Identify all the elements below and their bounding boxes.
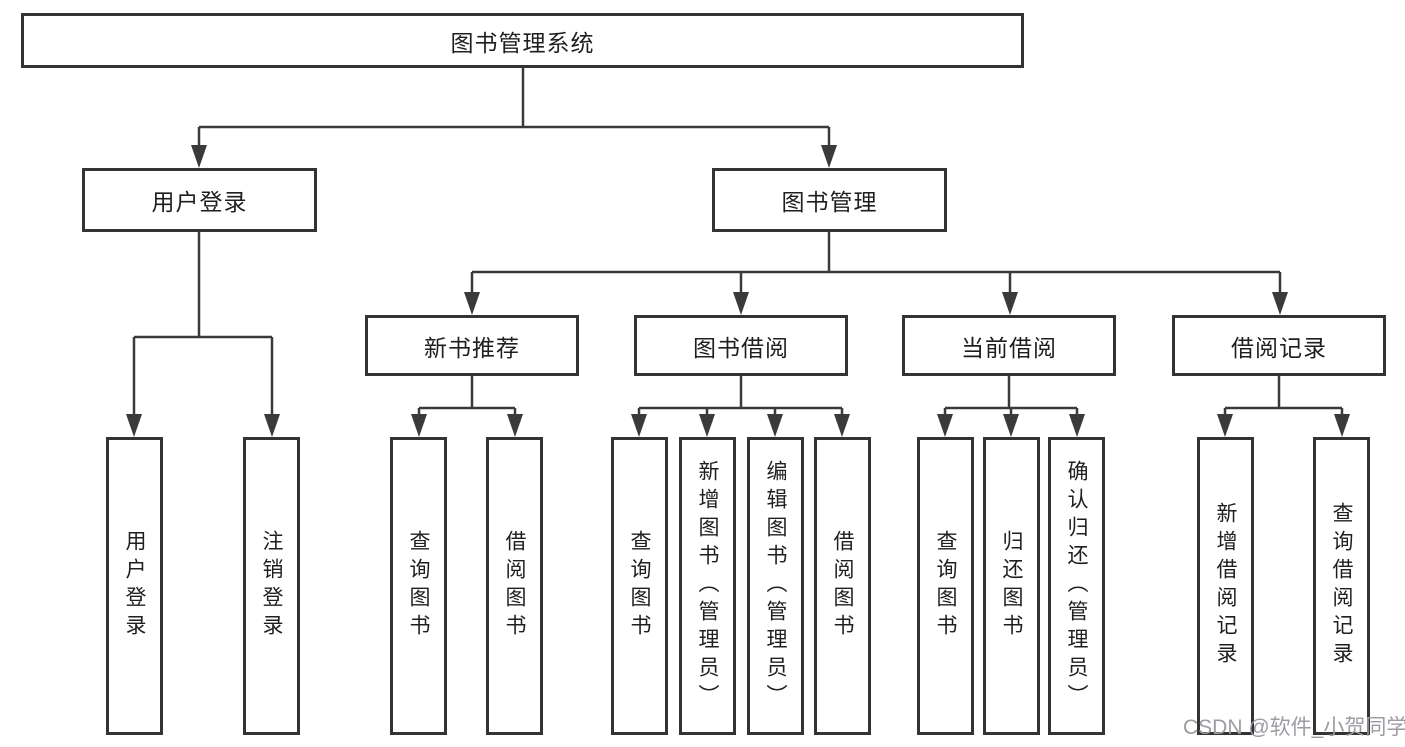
leaf-borrow-add-books-admin-label: 新增图书（管理员） bbox=[696, 460, 719, 712]
arrowhead-icon bbox=[733, 292, 749, 315]
node-current-borrow-label: 当前借阅 bbox=[961, 334, 1057, 361]
arrowhead-icon bbox=[126, 414, 142, 437]
arrowhead-icon bbox=[411, 414, 427, 437]
leaf-current-query-books: 查询图书 bbox=[917, 437, 974, 735]
leaf-newbook-query-books-label: 查询图书 bbox=[407, 530, 430, 642]
leaf-borrow-edit-books-admin: 编辑图书（管理员） bbox=[747, 437, 804, 735]
leaf-newbook-query-books: 查询图书 bbox=[390, 437, 447, 735]
arrowhead-icon bbox=[264, 414, 280, 437]
node-user-login-label: 用户登录 bbox=[151, 189, 248, 215]
edge-book-management bbox=[470, 232, 1282, 297]
arrowhead-icon bbox=[821, 145, 837, 168]
arrowhead-icon bbox=[1002, 292, 1018, 315]
node-book-borrow: 图书借阅 bbox=[634, 315, 848, 376]
node-borrow-records: 借阅记录 bbox=[1172, 315, 1386, 376]
leaf-records-add-record: 新增借阅记录 bbox=[1197, 437, 1254, 735]
leaf-user-login-label: 用户登录 bbox=[123, 530, 146, 642]
node-book-management: 图书管理 bbox=[712, 168, 947, 232]
edge-book-borrow bbox=[637, 376, 844, 420]
arrowhead-icon bbox=[631, 414, 647, 437]
leaf-current-confirm-return-admin-label: 确认归还（管理员） bbox=[1065, 460, 1088, 712]
arrowhead-icon bbox=[1334, 414, 1350, 437]
leaf-logout: 注销登录 bbox=[243, 437, 300, 735]
arrowhead-icon bbox=[937, 414, 953, 437]
arrowhead-icon bbox=[464, 292, 480, 315]
edge-root bbox=[197, 68, 831, 150]
csdn-watermark: CSDN @软件_小贺同学 bbox=[1183, 716, 1405, 739]
node-new-book-recommend-label: 新书推荐 bbox=[424, 334, 520, 361]
edge-user-login bbox=[132, 232, 274, 420]
leaf-borrow-borrow-books-label: 借阅图书 bbox=[831, 530, 854, 642]
edge-new-book-recommend bbox=[417, 376, 517, 420]
node-new-book-recommend: 新书推荐 bbox=[365, 315, 579, 376]
arrowhead-icon bbox=[699, 414, 715, 437]
node-root-label: 图书管理系统 bbox=[450, 29, 595, 56]
leaf-borrow-borrow-books: 借阅图书 bbox=[814, 437, 871, 735]
arrowhead-icon bbox=[767, 414, 783, 437]
node-current-borrow: 当前借阅 bbox=[902, 315, 1116, 376]
node-user-login: 用户登录 bbox=[82, 168, 317, 232]
leaf-current-confirm-return-admin: 确认归还（管理员） bbox=[1048, 437, 1105, 735]
leaf-borrow-edit-books-admin-label: 编辑图书（管理员） bbox=[764, 460, 787, 712]
node-root: 图书管理系统 bbox=[21, 13, 1024, 68]
node-borrow-records-label: 借阅记录 bbox=[1231, 334, 1327, 361]
leaf-logout-label: 注销登录 bbox=[260, 530, 283, 642]
leaf-newbook-borrow-books-label: 借阅图书 bbox=[503, 530, 526, 642]
leaf-borrow-query-books-label: 查询图书 bbox=[628, 530, 651, 642]
arrowhead-icon bbox=[1217, 414, 1233, 437]
leaf-borrow-add-books-admin: 新增图书（管理员） bbox=[679, 437, 736, 735]
arrowhead-icon bbox=[1069, 414, 1085, 437]
leaf-records-query-record-label: 查询借阅记录 bbox=[1330, 502, 1353, 670]
arrowhead-icon bbox=[834, 414, 850, 437]
arrowhead-icon bbox=[1272, 292, 1288, 315]
edge-current-borrow bbox=[943, 376, 1079, 420]
leaf-newbook-borrow-books: 借阅图书 bbox=[486, 437, 543, 735]
node-book-management-label: 图书管理 bbox=[781, 189, 878, 215]
leaf-current-query-books-label: 查询图书 bbox=[934, 530, 957, 642]
leaf-user-login: 用户登录 bbox=[106, 437, 163, 735]
arrowhead-icon bbox=[191, 145, 207, 168]
node-book-borrow-label: 图书借阅 bbox=[693, 334, 789, 361]
arrowhead-icon bbox=[1003, 414, 1019, 437]
leaf-records-query-record: 查询借阅记录 bbox=[1313, 437, 1370, 735]
arrowhead-icon bbox=[507, 414, 523, 437]
leaf-current-return-books: 归还图书 bbox=[983, 437, 1040, 735]
leaf-borrow-query-books: 查询图书 bbox=[611, 437, 668, 735]
edge-borrow-records bbox=[1223, 376, 1344, 420]
leaf-records-add-record-label: 新增借阅记录 bbox=[1214, 502, 1237, 670]
leaf-current-return-books-label: 归还图书 bbox=[1000, 530, 1023, 642]
